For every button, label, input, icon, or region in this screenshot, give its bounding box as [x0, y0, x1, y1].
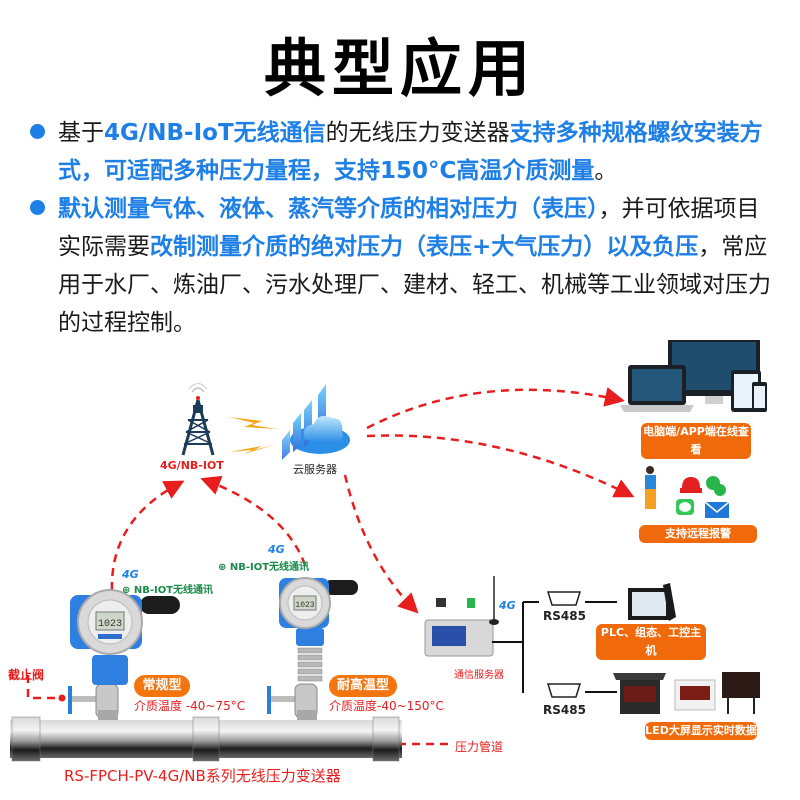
rs485-bottom-label: RS485	[543, 703, 586, 717]
type-normal-temp: 介质温度 -40~75°C	[134, 699, 246, 713]
comm-server-label: 通信服务器	[454, 670, 504, 681]
valve-label: 截止阀	[8, 668, 45, 682]
connector-cloud-to-online	[366, 387, 625, 430]
globe-icon: ⊕	[218, 562, 227, 573]
transmitter-high-temp: 1023	[279, 577, 358, 682]
plc-label: PLC、组态、工控主机	[596, 624, 706, 660]
computer-and-app-devices-icon	[620, 340, 767, 412]
connector-valve-label	[26, 675, 60, 700]
stop-valve-left	[68, 683, 119, 720]
connector-device2-to-tower	[200, 475, 307, 566]
cell-tower-icon	[181, 383, 215, 456]
type-high-badge: 耐高温型	[329, 675, 397, 697]
remote-alarm-label: 支持远程报警	[639, 525, 757, 543]
application-diagram: 1023 1023	[10, 340, 767, 762]
tower-label: 4G/NB-IOT	[160, 459, 224, 472]
nbiot-label-2: ⊕ NB-IOT无线通讯	[218, 562, 310, 573]
cloud-server-icon	[282, 384, 350, 460]
rs485-top-label: RS485	[543, 609, 586, 623]
wireless-signal-icon	[229, 417, 277, 454]
type-normal-badge: 常规型	[134, 675, 190, 697]
four-g-badge-server: 4G	[499, 599, 516, 612]
svg-text:1023: 1023	[98, 619, 122, 630]
globe-icon: ⊕	[122, 585, 131, 596]
connector-device1-to-tower	[110, 480, 185, 591]
highlight-text: 改制测量介质的绝对压力（表压+大气压力）以及负压	[150, 234, 699, 260]
bullet-paragraph-2: 默认测量气体、液体、蒸汽等介质的相对压力（表压），并可依据项目实际需要改制测量介…	[58, 190, 778, 342]
body-text: 的无线压力变送器	[325, 120, 510, 146]
four-g-badge-1: 4G	[122, 568, 139, 581]
transmitter-normal: 1023	[70, 589, 180, 685]
highlight-text: 默认测量气体、液体、蒸汽等介质的相对压力（表压）	[58, 196, 599, 222]
rs485-port-top-icon	[546, 591, 582, 606]
pipe-label: 压力管道	[455, 740, 504, 754]
highlight-text: 4G/NB-IoT无线通信	[104, 120, 326, 146]
nbiot-label-1: ⊕ NB-IOT无线通讯	[122, 585, 214, 596]
rs485-wiring	[492, 601, 617, 693]
bullet-dot-2	[30, 200, 45, 215]
cloud-server-label: 云服务器	[293, 463, 337, 476]
product-name: RS-FPCH-PV-4G/NB系列无线压力变送器	[64, 767, 341, 785]
stop-valve-right	[267, 683, 318, 720]
page-title: 典型应用	[263, 32, 536, 105]
connector-cloud-to-server	[343, 474, 419, 614]
plc-panel-icon	[628, 583, 676, 621]
led-screen-label: LED大屏显示实时数据	[645, 722, 757, 740]
type-high-temp: 介质温度-40~150°C	[329, 699, 444, 713]
body-text: ，常应用于水厂、炼油厂、污水处理厂、建材、轻工、机械等工业领域对压力的过程控制。	[58, 234, 771, 336]
communication-server-device	[424, 576, 499, 657]
remote-alarm-icons	[645, 466, 730, 518]
four-g-badge-2: 4G	[268, 543, 285, 556]
online-view-label: 电脑端/APP端在线查看	[641, 423, 751, 459]
body-text: 基于	[58, 120, 104, 146]
bullet-paragraph-1: 基于4G/NB-IoT无线通信的无线压力变送器支持多种规格螺纹安装方式，可适配多…	[58, 114, 778, 190]
bullet-dot-1	[30, 124, 45, 139]
pressure-pipe	[10, 716, 402, 762]
connector-cloud-to-alarm	[366, 434, 635, 498]
rs485-port-bottom-icon	[546, 683, 582, 698]
led-screens-icon	[613, 672, 760, 714]
body-text: ，并可依据项目实际需要	[58, 196, 760, 260]
svg-text:1023: 1023	[295, 601, 314, 610]
highlight-text: 支持多种规格螺纹安装方式，可适配多种压力量程，支持150°C高温介质测量	[58, 120, 763, 184]
body-text: 。	[594, 158, 618, 184]
